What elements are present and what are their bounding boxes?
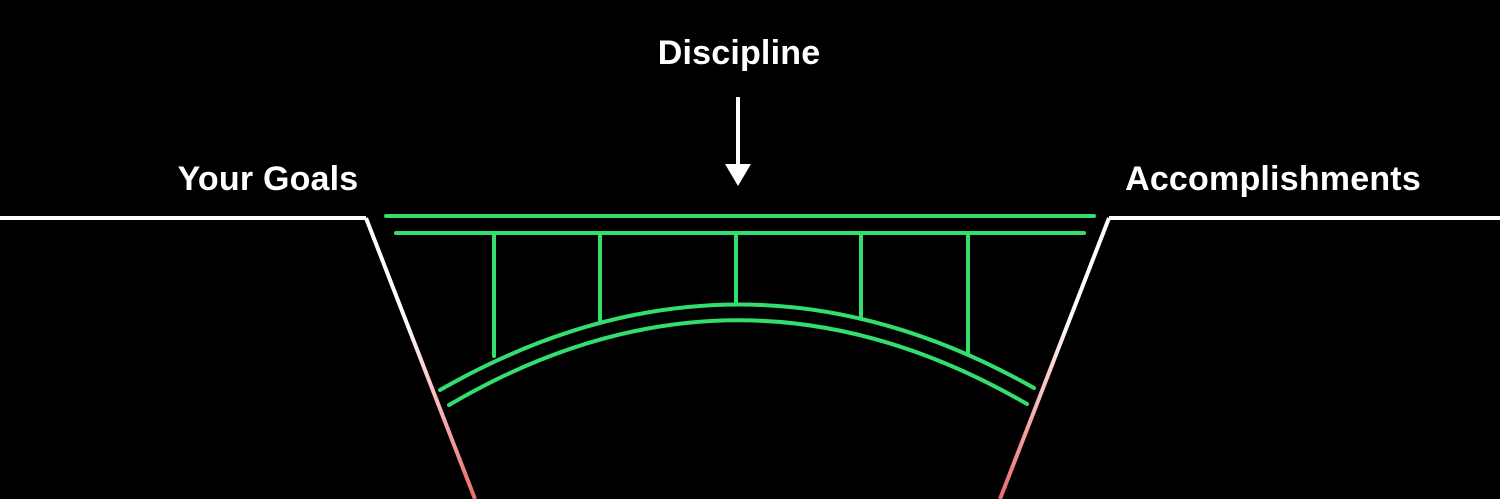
discipline-label: Discipline <box>657 34 821 72</box>
bridge <box>384 214 1096 407</box>
down-arrow-icon <box>725 97 751 186</box>
your-goals-label: Your Goals <box>177 160 359 198</box>
accomplishments-label: Accomplishments <box>1125 160 1421 198</box>
bridge-arch-lower <box>447 318 1029 407</box>
right-chasm-wall <box>998 217 1111 499</box>
left-chasm-wall <box>364 217 477 499</box>
bridge-arch-upper <box>438 302 1036 392</box>
